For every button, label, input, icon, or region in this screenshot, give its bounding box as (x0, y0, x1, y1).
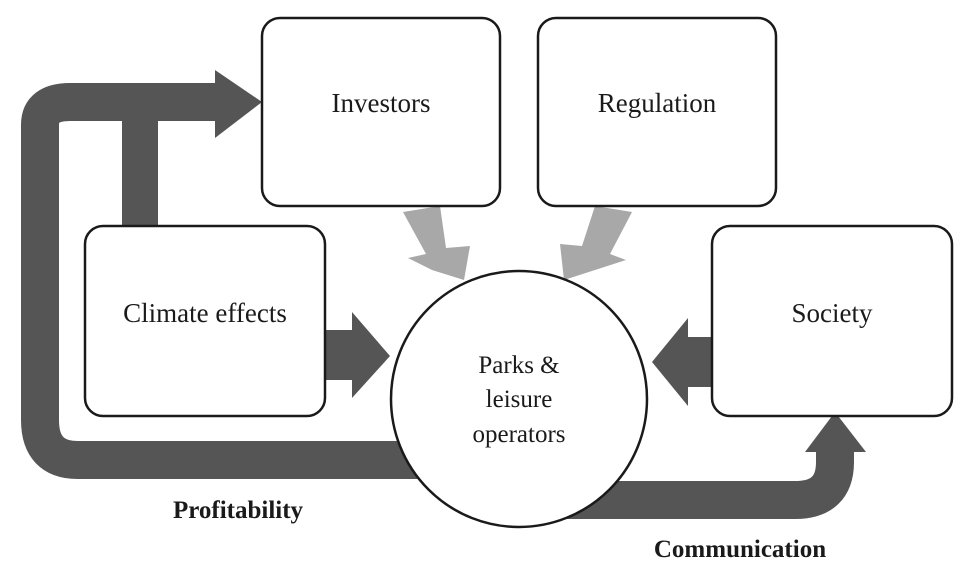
climate-to-operators-arrow (325, 312, 390, 398)
operators-label-line-2: leisure (486, 386, 553, 413)
operators-label-line-3: operators (472, 421, 565, 448)
climate-effects-label: Climate effects (123, 298, 287, 328)
profitability-label: Profitability (173, 497, 304, 524)
operators-node: Parks & leisure operators (389, 269, 649, 529)
regulation-to-operators-arrow (560, 206, 632, 280)
regulation-node: Regulation (536, 16, 778, 208)
climate-effects-node: Climate effects (83, 224, 327, 418)
regulation-label: Regulation (598, 88, 717, 118)
climate-to-investors-connector (122, 115, 158, 230)
communication-label: Communication (654, 536, 826, 563)
communication-arrow (560, 412, 866, 519)
profitability-loop-arrow (21, 70, 500, 479)
society-label: Society (792, 298, 873, 328)
investors-node: Investors (260, 16, 502, 208)
investors-to-operators-arrow (403, 206, 470, 280)
society-to-operators-arrow (652, 318, 712, 406)
investors-label: Investors (332, 88, 431, 118)
operators-label-line-1: Parks & (478, 352, 559, 379)
society-node: Society (710, 224, 954, 418)
